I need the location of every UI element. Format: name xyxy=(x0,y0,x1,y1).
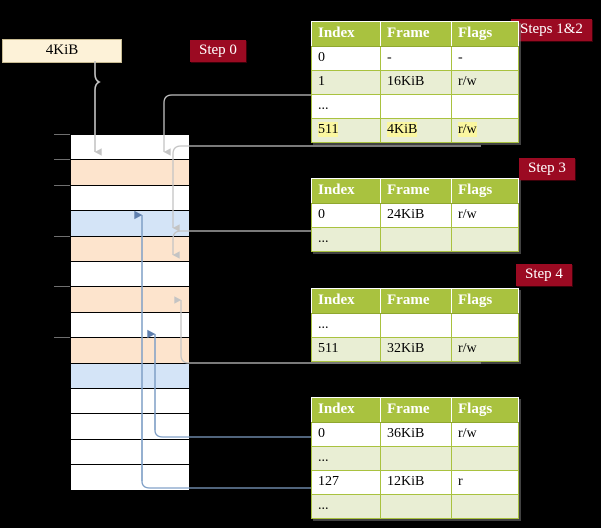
table-cell-frame: - xyxy=(380,46,452,71)
column-header-index: Index xyxy=(311,178,381,204)
table-cell-frame: 24KiB xyxy=(380,203,452,228)
table-cell-index: ... xyxy=(311,227,381,252)
badge-step-0: Step 0 xyxy=(190,40,246,62)
table-cell-index: ... xyxy=(311,313,381,338)
memory-row-tick xyxy=(54,286,70,287)
memory-row-tick xyxy=(54,185,70,186)
table-cell-frame xyxy=(380,94,452,119)
table-cell-flags: r xyxy=(451,470,519,495)
table-cell-index: 511 xyxy=(311,337,381,362)
table-row: 511 4KiB r/w xyxy=(311,118,519,143)
table-cell-index: 127 xyxy=(311,470,381,495)
table-cell-index: 0 xyxy=(311,422,381,447)
memory-frame-row xyxy=(71,236,189,262)
highlighted-value: r/w xyxy=(458,122,477,137)
memory-frame-row xyxy=(71,185,189,212)
memory-frame-row xyxy=(71,287,189,313)
memory-frame-row xyxy=(71,388,189,415)
memory-frame-row xyxy=(71,439,189,466)
table-cell-frame: 36KiB xyxy=(380,422,452,447)
table-cell-index: ... xyxy=(311,494,381,519)
memory-row-tick xyxy=(54,337,70,338)
table-cell-frame: 16KiB xyxy=(380,70,452,95)
table-cell-flags xyxy=(451,313,519,338)
memory-frame-row xyxy=(71,135,189,161)
memory-row-tick xyxy=(54,236,70,237)
table-cell-index: 1 xyxy=(311,70,381,95)
table-cell-frame xyxy=(380,313,452,338)
table-row: 0-- xyxy=(311,46,519,71)
table-row: ... xyxy=(311,227,519,252)
table-cell-index: ... xyxy=(311,446,381,471)
column-header-frame: Frame xyxy=(380,178,452,204)
table-cell-frame: 32KiB xyxy=(380,337,452,362)
table-cell-frame: 12KiB xyxy=(380,470,452,495)
badge-step-4: Step 4 xyxy=(516,264,572,286)
memory-row-tick xyxy=(54,134,70,135)
table-cell-flags: r/w xyxy=(451,70,519,95)
column-header-frame: Frame xyxy=(380,21,452,47)
memory-frame-row xyxy=(71,160,189,186)
table-cell-flags xyxy=(451,494,519,519)
column-header-flags: Flags xyxy=(451,178,519,204)
column-header-flags: Flags xyxy=(451,397,519,423)
column-header-flags: Flags xyxy=(451,21,519,47)
column-header-frame: Frame xyxy=(380,397,452,423)
table-cell-flags: - xyxy=(451,46,519,71)
table-cell-flags xyxy=(451,94,519,119)
table-row: ... xyxy=(311,494,519,519)
table-cell-flags: r/w xyxy=(451,337,519,362)
table-cell-frame xyxy=(380,446,452,471)
memory-frame-row xyxy=(71,363,189,389)
table-row: ... xyxy=(311,446,519,471)
physical-memory-column xyxy=(70,134,190,491)
highlighted-value: 4KiB xyxy=(387,122,418,137)
memory-frame-row xyxy=(71,465,189,491)
column-header-frame: Frame xyxy=(380,288,452,314)
table-cell-flags: r/w xyxy=(451,203,519,228)
table-cell-index: 0 xyxy=(311,46,381,71)
memory-frame-row xyxy=(71,312,189,339)
table-cell-flags: r/w xyxy=(451,422,519,447)
table-cell-index: 0 xyxy=(311,203,381,228)
column-header-index: Index xyxy=(311,288,381,314)
table-cell-flags xyxy=(451,446,519,471)
source-frame-box: 4KiB xyxy=(2,39,122,63)
table-cell-index: 511 xyxy=(311,118,381,143)
memory-frame-row xyxy=(71,261,189,288)
table-cell-frame xyxy=(380,227,452,252)
highlighted-value: 511 xyxy=(318,122,339,137)
table-cell-flags xyxy=(451,227,519,252)
column-header-flags: Flags xyxy=(451,288,519,314)
badge-steps-1-2: Steps 1&2 xyxy=(511,19,592,41)
table-row: ... xyxy=(311,94,519,119)
column-header-index: Index xyxy=(311,21,381,47)
source-frame-label: 4KiB xyxy=(45,42,79,58)
table-cell-flags: r/w xyxy=(451,118,519,143)
table-row: ... xyxy=(311,313,519,338)
memory-frame-row xyxy=(71,211,189,237)
table-cell-frame xyxy=(380,494,452,519)
memory-frame-row xyxy=(71,414,189,440)
table-cell-frame: 4KiB xyxy=(380,118,452,143)
column-header-index: Index xyxy=(311,397,381,423)
table-cell-index: ... xyxy=(311,94,381,119)
badge-step-3: Step 3 xyxy=(519,158,575,180)
memory-frame-row xyxy=(71,338,189,364)
memory-row-tick xyxy=(54,159,70,160)
